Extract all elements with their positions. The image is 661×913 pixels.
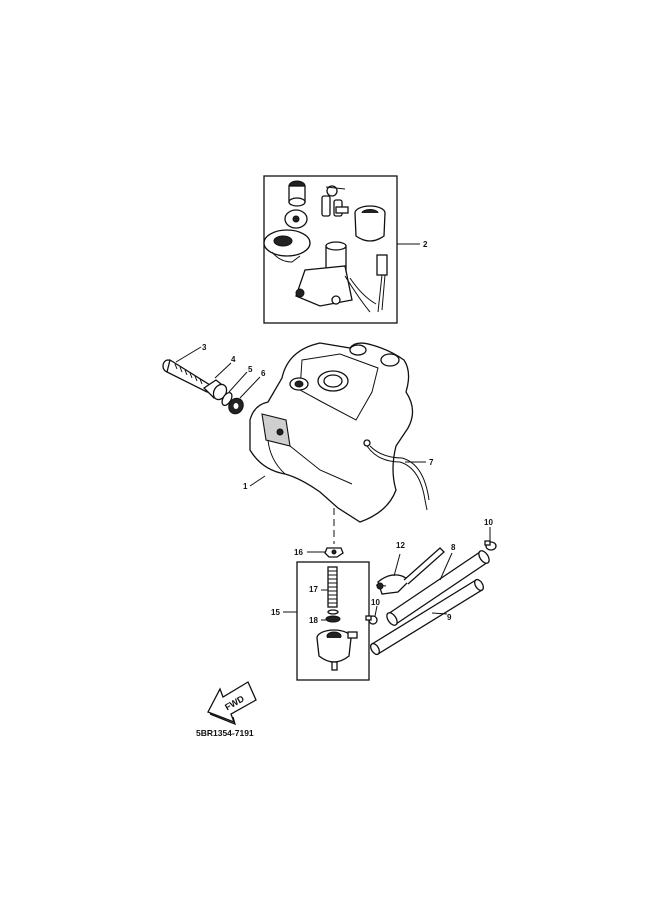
callout-4: 4 xyxy=(231,355,236,364)
collar: 4 xyxy=(202,355,236,401)
main-switch-body xyxy=(295,241,377,313)
bolt: 3 xyxy=(162,343,211,393)
breather-hose-group: 7 xyxy=(363,439,434,511)
drawing-code: 5BR1354-7191 xyxy=(196,728,254,738)
fuel-cock-nut: 16 xyxy=(294,547,344,558)
callout-3: 3 xyxy=(202,343,207,352)
callout-2: 2 xyxy=(423,240,428,249)
callout-18: 18 xyxy=(309,616,318,625)
callout-6: 6 xyxy=(261,369,266,378)
hose-clip-group: 12 8 10 10 9 xyxy=(365,518,497,656)
fuel-cock-body xyxy=(316,629,358,671)
lock-cap xyxy=(284,209,308,229)
switch-connector xyxy=(376,254,388,313)
fuel-lid xyxy=(263,229,311,263)
key-set xyxy=(321,185,349,217)
lock-cylinder xyxy=(288,180,306,207)
forward-direction-arrow: FWD xyxy=(207,681,257,726)
hose-clip-10-bottom: 10 xyxy=(365,598,380,625)
main-switch-lock-set-group: 2 xyxy=(263,175,428,324)
fuel-cock-assembly-group: 15 17 18 xyxy=(271,561,370,681)
hose-clamp-12: 12 xyxy=(375,541,445,595)
callout-9: 9 xyxy=(447,613,452,622)
breather-hose xyxy=(366,445,428,511)
callout-10b: 10 xyxy=(371,598,380,607)
callout-12: 12 xyxy=(396,541,405,550)
hose-clip-10-top: 10 xyxy=(484,518,497,551)
fuel-filter-screen: 17 xyxy=(309,566,338,608)
fuel-tank-group: 1 xyxy=(243,342,414,523)
callout-5: 5 xyxy=(248,365,253,374)
callout-1: 1 xyxy=(243,482,248,491)
callout-17: 17 xyxy=(309,585,318,594)
callout-8: 8 xyxy=(451,543,456,552)
fuel-hose-8: 8 xyxy=(386,543,490,626)
fuel-tank xyxy=(249,342,414,523)
lock-grommet xyxy=(354,205,386,242)
callout-15: 15 xyxy=(271,608,280,617)
callout-16: 16 xyxy=(294,548,303,557)
fuel-cock-o-ring: 18 xyxy=(309,609,341,625)
washer-6: 6 xyxy=(228,369,266,415)
callout-7: 7 xyxy=(429,458,434,467)
callout-10a: 10 xyxy=(484,518,493,527)
fuel-hose-9: 9 xyxy=(370,578,484,656)
